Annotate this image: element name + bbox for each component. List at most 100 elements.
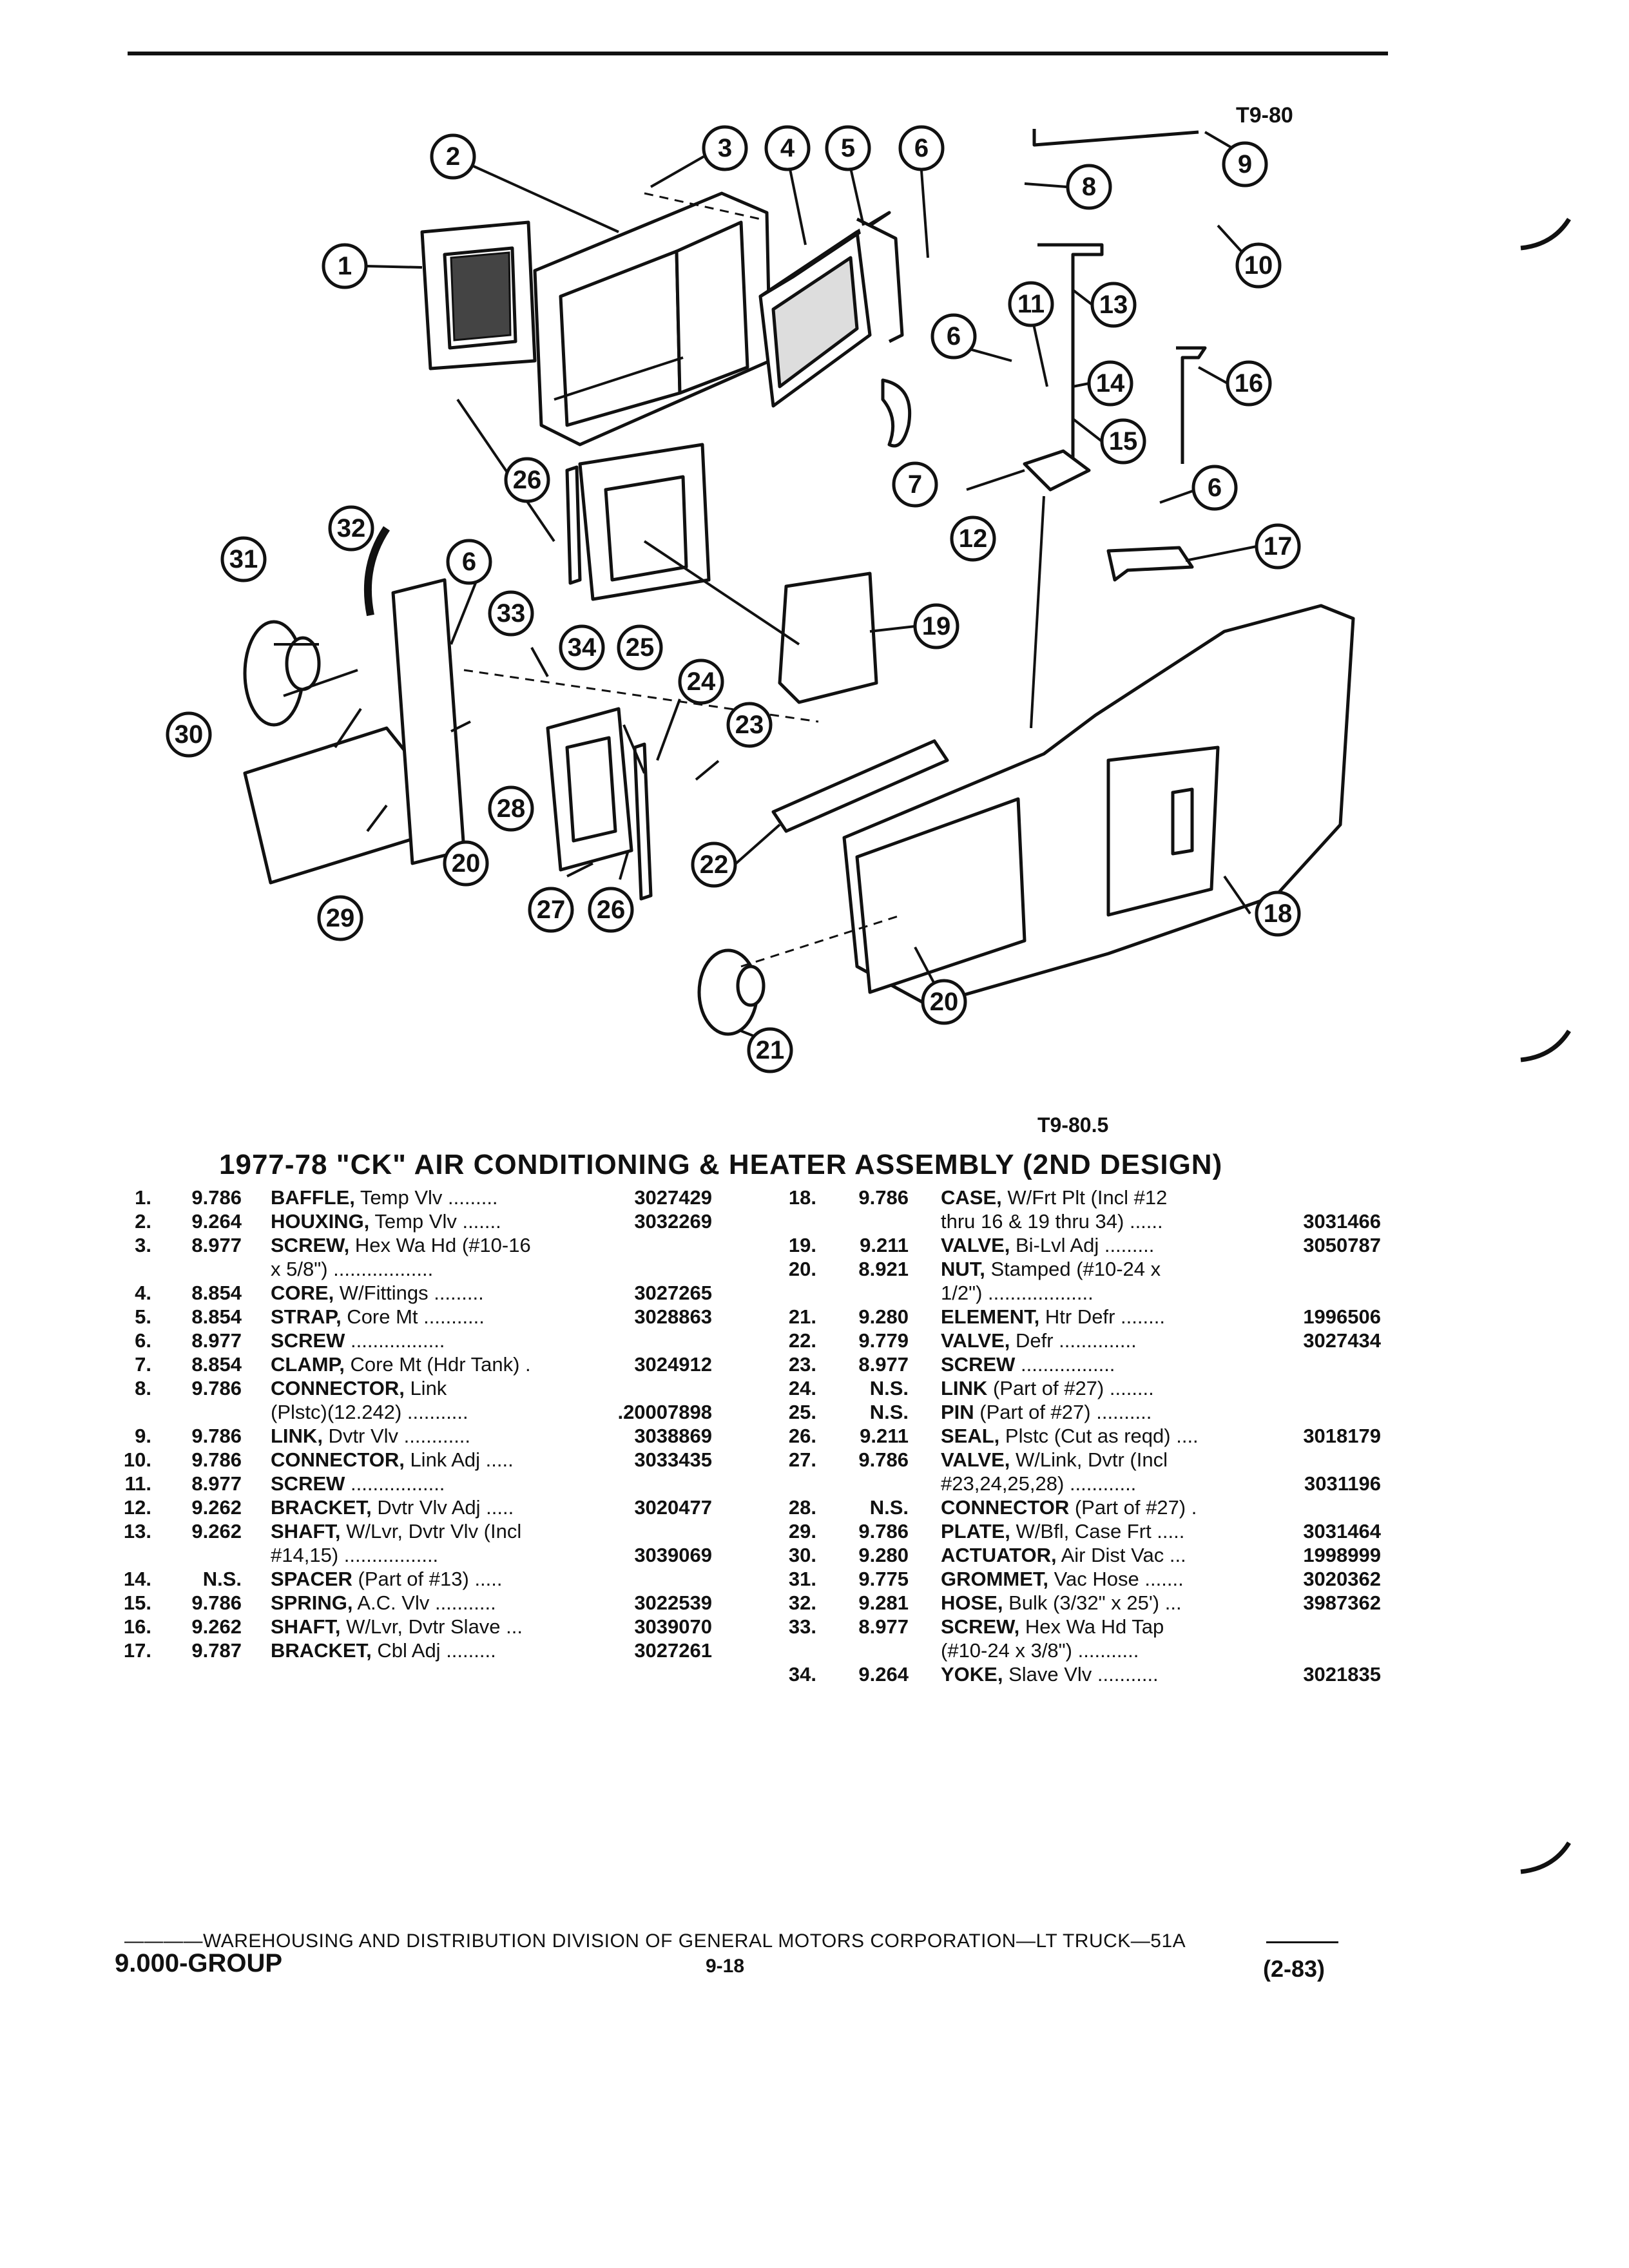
group-number: 9.775 <box>858 1568 909 1590</box>
part-valve-22 <box>771 739 949 833</box>
part-name: SPACER <box>271 1568 352 1590</box>
part-description: LINK, Dvtr Vlv ............ <box>271 1424 470 1448</box>
binding-mark <box>1520 1841 1571 1874</box>
part-description: VALVE, Bi-Lvl Adj ......... <box>941 1233 1154 1257</box>
part-detail: A.C. Vlv <box>352 1591 430 1614</box>
group-number: 8.977 <box>191 1472 242 1495</box>
part-name: SHAFT, <box>271 1520 341 1542</box>
callout-5: 5 <box>825 125 871 171</box>
part-number: 3024912 <box>634 1353 712 1376</box>
part-description: PIN (Part of #27) .......... <box>941 1400 1152 1424</box>
part-valve-27 <box>546 707 633 872</box>
callout-23: 23 <box>726 702 773 748</box>
part-name: CORE, <box>271 1282 334 1304</box>
callout-6c: 6 <box>1191 465 1238 511</box>
part-detail: W/Bfl, Case Frt <box>1010 1520 1152 1542</box>
part-description: NUT, Stamped (#10-24 x <box>941 1257 1161 1281</box>
callout-9: 9 <box>1222 141 1268 187</box>
part-core <box>758 211 891 408</box>
group-number: 9.211 <box>860 1234 909 1256</box>
part-detail: W/Frt Plt (Incl #12 <box>1001 1186 1168 1209</box>
callout-28: 28 <box>488 785 534 832</box>
svg-text:30: 30 <box>175 720 204 749</box>
part-name: VALVE, <box>941 1234 1010 1256</box>
item-number: 27. <box>788 1448 816 1471</box>
svg-text:5: 5 <box>841 134 855 162</box>
part-number: 3021835 <box>1303 1663 1381 1686</box>
part-detail: Cbl Adj <box>371 1639 441 1662</box>
part-detail: (Part of #27) <box>974 1401 1091 1423</box>
part-actuator <box>243 620 321 727</box>
part-shaft-16 <box>1176 346 1207 464</box>
svg-text:6: 6 <box>462 548 476 576</box>
part-description: (#10-24 x 3/8") ........... <box>941 1639 1139 1662</box>
svg-text:32: 32 <box>337 514 366 543</box>
part-detail: W/Link, Dvtr (Incl <box>1010 1448 1168 1471</box>
callout-17: 17 <box>1255 523 1301 570</box>
part-seal-lower <box>633 742 653 901</box>
svg-text:9: 9 <box>1238 150 1252 178</box>
part-detail: Bulk (3/32" x 25') <box>1003 1591 1160 1614</box>
callout-22: 22 <box>691 841 737 888</box>
callout-13: 13 <box>1090 282 1137 328</box>
part-seal-upper <box>565 465 582 585</box>
part-description: CONNECTOR (Part of #27) . <box>941 1495 1197 1519</box>
group-number: 9.786 <box>858 1520 909 1542</box>
part-number: 3027265 <box>634 1282 712 1304</box>
part-number: 3031464 <box>1303 1520 1381 1542</box>
part-bracket-17 <box>1106 546 1194 582</box>
svg-text:6: 6 <box>1208 474 1222 502</box>
item-number: 26. <box>788 1425 816 1447</box>
svg-text:31: 31 <box>229 545 258 573</box>
svg-text:26: 26 <box>597 896 626 924</box>
binding-mark <box>1520 1030 1571 1062</box>
svg-text:20: 20 <box>930 988 959 1016</box>
part-name: STRAP, <box>271 1305 342 1328</box>
part-description: CORE, W/Fittings ......... <box>271 1281 484 1305</box>
leader-dots: ................. <box>338 1544 439 1566</box>
item-number: 24. <box>788 1377 816 1399</box>
callout-18: 18 <box>1255 890 1301 937</box>
part-yoke-frame <box>578 443 711 601</box>
part-detail: Defr <box>1010 1329 1054 1352</box>
part-name: BRACKET, <box>271 1496 372 1519</box>
part-description: SCREW ................. <box>271 1329 445 1352</box>
part-number: 1998999 <box>1303 1544 1381 1566</box>
group-number: 9.786 <box>191 1425 242 1447</box>
part-description: SCREW ................. <box>271 1472 445 1495</box>
parts-list-row: x 5/8") .................. <box>116 1257 715 1281</box>
part-detail: Dvtr Vlv <box>322 1425 399 1447</box>
part-number: 3031466 <box>1303 1210 1381 1233</box>
item-number: 23. <box>788 1353 816 1376</box>
leader-lines <box>274 131 1257 1044</box>
callout-8: 8 <box>1066 164 1112 210</box>
group-number: 9.281 <box>858 1591 909 1614</box>
leader-dots: ...... <box>1124 1210 1163 1233</box>
part-detail: (Part of #27) <box>987 1377 1104 1399</box>
part-description: HOUXING, Temp Vlv ....... <box>271 1209 501 1233</box>
part-description: 1/2") ................... <box>941 1281 1094 1305</box>
callout-30: 30 <box>166 711 212 758</box>
svg-text:8: 8 <box>1082 173 1096 201</box>
callout-20b: 20 <box>921 979 967 1025</box>
part-link <box>1032 129 1199 147</box>
leader-dots: ... <box>1159 1591 1182 1614</box>
leader-dots: ... <box>500 1615 523 1638</box>
item-number: 32. <box>788 1591 816 1614</box>
part-number: 3027434 <box>1303 1329 1381 1352</box>
leader-dots: ........... <box>418 1305 485 1328</box>
part-number: 3038869 <box>634 1425 712 1447</box>
group-number: N.S. <box>869 1377 909 1399</box>
callout-24: 24 <box>678 658 724 705</box>
part-name: NUT, <box>941 1258 985 1280</box>
group-number: N.S. <box>869 1496 909 1519</box>
callout-12: 12 <box>950 515 996 562</box>
item-number: 18. <box>788 1186 816 1209</box>
part-name: SPRING, <box>271 1591 353 1614</box>
part-description: SEAL, Plstc (Cut as reqd) .... <box>941 1424 1199 1448</box>
